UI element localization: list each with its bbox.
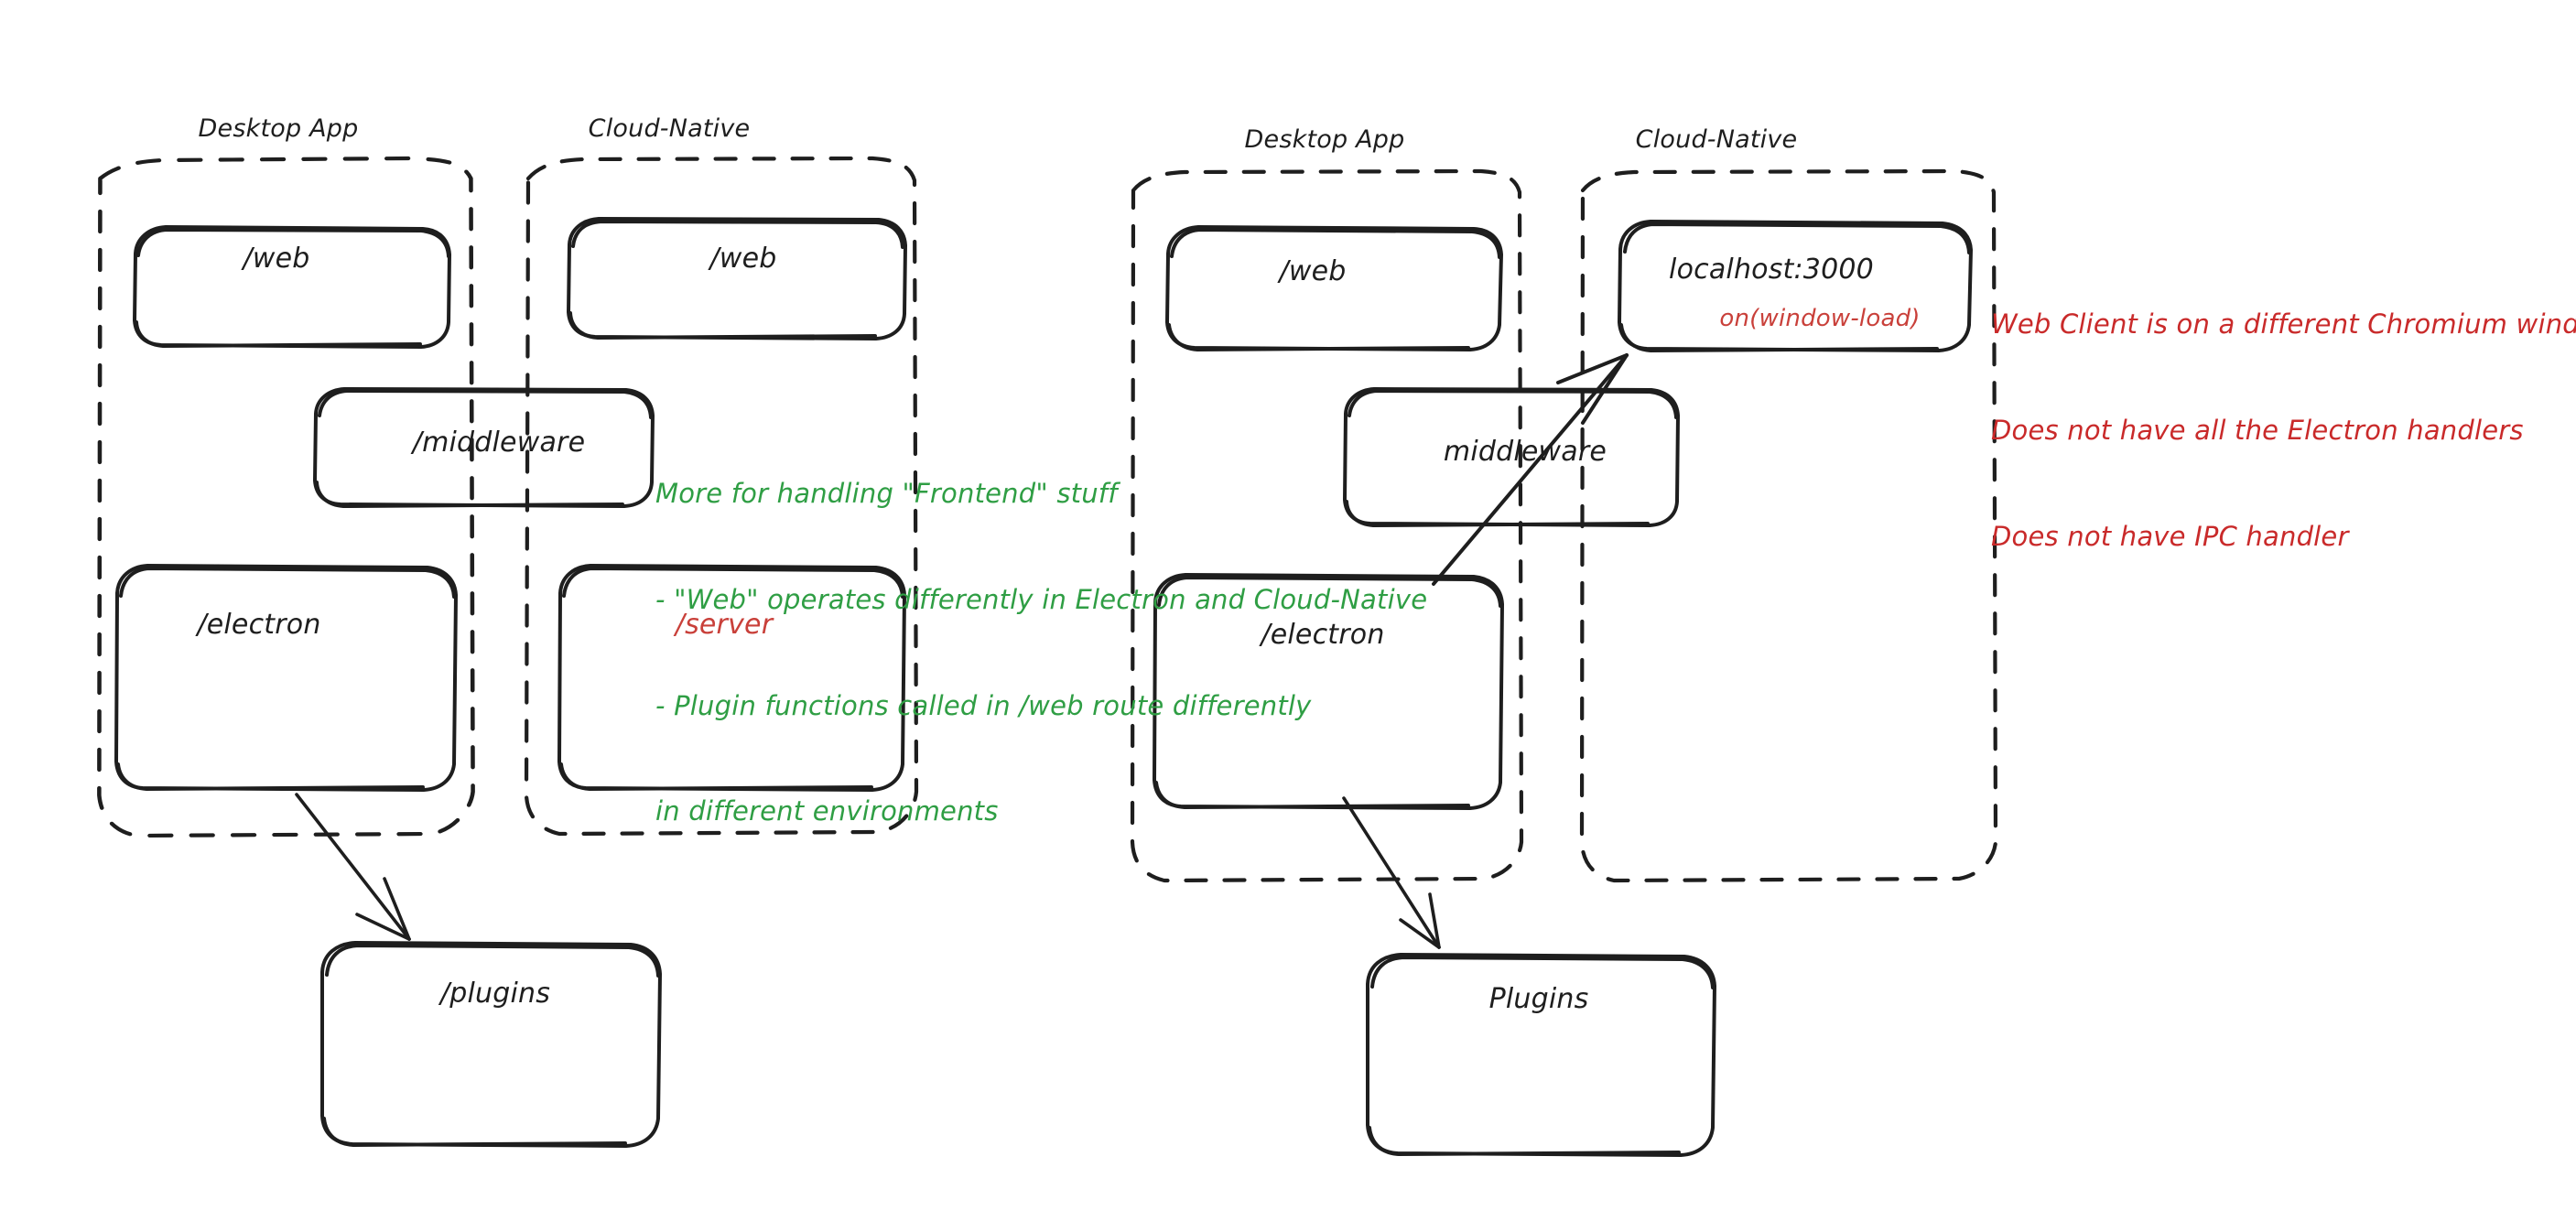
group-title-left-cloud: Cloud-Native — [588, 114, 751, 143]
box-label-left-electron: /electron — [197, 609, 321, 641]
box-outline-right-plugins — [1366, 953, 1716, 1157]
annotation-red: Web Client is on a different Chromium wi… — [1991, 236, 2576, 624]
box-label-left-middleware: /middleware — [412, 427, 586, 459]
box-outline-left-desktop-web — [133, 225, 451, 349]
box-outline-right-web — [1165, 225, 1503, 351]
box-outline-left-server — [557, 564, 906, 792]
box-label-right-middleware: middleware — [1443, 436, 1607, 468]
group-title-left-desktop: Desktop App — [198, 114, 359, 143]
box-sublabel-right-localhost: on(window-load) — [1719, 305, 1921, 332]
arrow-right-electron-to-localhost — [1432, 353, 1629, 586]
group-outline-left-desktop — [97, 156, 475, 838]
group-outline-right-cloud — [1579, 168, 1998, 883]
annotation-green-line-2: - "Web" operates differently in Electron… — [655, 583, 1428, 615]
annotation-green-line-3: - Plugin functions called in /web route … — [655, 689, 1312, 721]
box-label-left-plugins: /plugins — [439, 978, 551, 1010]
box-outline-left-electron — [114, 564, 458, 792]
annotation-green-line-4: in different environments — [655, 795, 999, 827]
box-outline-right-electron — [1153, 573, 1504, 810]
group-title-right-cloud: Cloud-Native — [1635, 125, 1798, 154]
arrow-left-electron-to-plugins — [295, 793, 411, 941]
annotation-green-line-1: More for handling "Frontend" stuff — [655, 478, 1118, 510]
box-outline-right-middleware — [1343, 387, 1680, 527]
box-outline-left-middleware — [313, 387, 655, 508]
box-label-left-cloud-web: /web — [709, 243, 777, 275]
box-label-right-plugins: Plugins — [1488, 983, 1589, 1015]
box-outline-left-plugins — [320, 941, 662, 1148]
box-label-left-server: /server — [675, 609, 774, 641]
group-outline-left-cloud — [524, 156, 919, 837]
box-outline-left-cloud-web — [567, 217, 907, 340]
annotation-red-line-3: Does not have IPC handler — [1991, 520, 2349, 552]
arrow-right-electron-to-plugins — [1342, 796, 1441, 949]
group-outline-right-desktop — [1130, 168, 1524, 883]
box-label-left-desktop-web: /web — [243, 243, 310, 275]
box-label-right-localhost: localhost:3000 — [1669, 254, 1874, 286]
box-label-right-electron: /electron — [1261, 619, 1385, 651]
annotation-red-line-2: Does not have all the Electron handlers — [1991, 414, 2524, 446]
box-label-right-web: /web — [1279, 255, 1347, 287]
annotation-red-line-1: Web Client is on a different Chromium wi… — [1991, 308, 2576, 340]
group-title-right-desktop: Desktop App — [1244, 125, 1405, 154]
box-outline-right-localhost — [1618, 220, 1973, 352]
annotation-green: More for handling "Frontend" stuff - "We… — [655, 405, 1427, 900]
